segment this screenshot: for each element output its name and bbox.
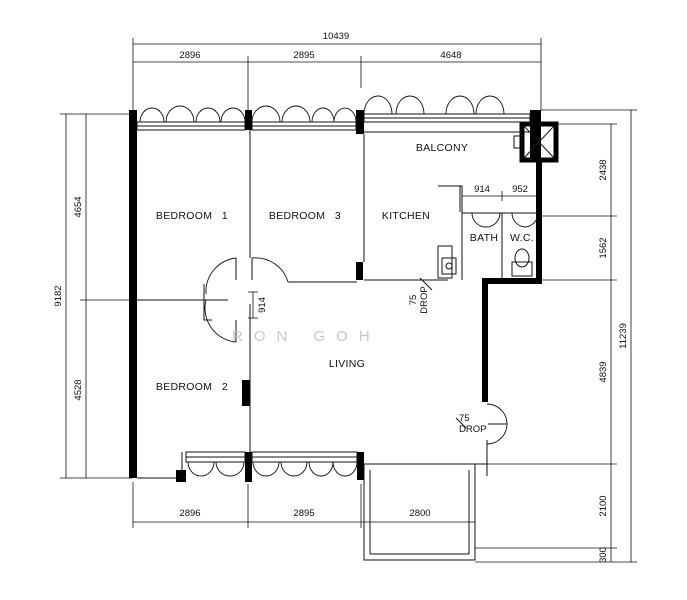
dim-left-2: 4528: [73, 379, 84, 400]
room-label-balcony: BALCONY: [416, 142, 468, 154]
drop-entry-value: 75: [459, 413, 470, 424]
dim-right-3: 4839: [598, 361, 609, 382]
interior-walls: [137, 121, 559, 561]
dim-left-1: 4654: [73, 196, 84, 217]
room-label-bedroom-3: BEDROOM 3: [269, 210, 341, 222]
dim-top-3: 4648: [440, 50, 461, 61]
room-label-kitchen: KITCHEN: [382, 210, 430, 222]
room-label-living: LIVING: [329, 358, 365, 370]
drop-notes: 75 DROP 75 DROP: [408, 286, 486, 435]
dim-top-2: 2895: [293, 50, 314, 61]
room-label-wc: W.C.: [510, 232, 534, 244]
dim-bottom-2: 2895: [293, 508, 314, 519]
drop-entry-label: DROP: [459, 424, 486, 435]
top-windows: [136, 95, 531, 131]
dim-bottom-3: 2800: [409, 508, 430, 519]
drop-kitchen-value: 75: [408, 295, 419, 306]
dim-bath-width: 914: [474, 184, 490, 195]
dim-wc-width: 952: [512, 184, 528, 195]
dim-right-2: 1562: [598, 237, 609, 258]
walls: [129, 110, 542, 482]
dim-top-total: 10439: [323, 31, 349, 42]
room-label-bath: BATH: [470, 232, 498, 244]
dim-right-1: 2438: [598, 159, 609, 180]
watermark: RON GOH: [232, 328, 381, 345]
dim-left-total: 9182: [53, 285, 64, 306]
room-labels: BEDROOM 1 BEDROOM 3 BEDROOM 2 KITCHEN BA…: [156, 142, 534, 393]
dim-bottom-1: 2896: [179, 508, 200, 519]
dimension-lines: [60, 38, 637, 563]
dim-top-1: 2896: [179, 50, 200, 61]
dimension-labels: 10439 2896 2895 4648 2896 2895 2800 9182…: [53, 31, 629, 563]
room-label-bedroom-1: BEDROOM 1: [156, 210, 228, 222]
dim-right-4: 2100: [598, 495, 609, 516]
room-label-bedroom-2: BEDROOM 2: [156, 381, 228, 393]
dim-corridor-width: 914: [257, 297, 268, 313]
dim-right-total: 11239: [618, 323, 629, 349]
dim-right-5: 300: [598, 547, 609, 563]
drop-kitchen-label: DROP: [419, 286, 430, 313]
bottom-windows: [181, 451, 358, 478]
